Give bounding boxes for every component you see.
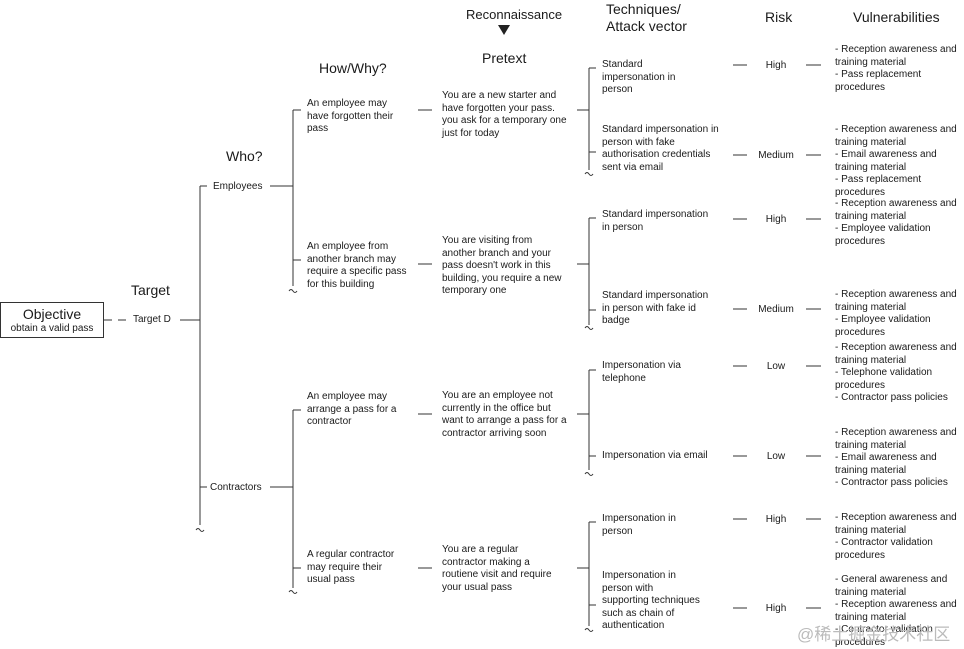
pretext-item: You are an employee not currently in the… (442, 390, 567, 439)
technique-item: Impersonation in person (602, 513, 676, 537)
technique-item: Impersonation via email (602, 450, 708, 461)
risk-label: High (765, 514, 787, 525)
pretext-item: You are a regular contractor making a ro… (442, 544, 552, 593)
vulnerability-list: - General awareness and training materia… (835, 574, 957, 648)
who-employees: Employees (213, 181, 263, 192)
vulnerability-list: - Reception awareness and training mater… (835, 124, 957, 198)
risk-label: High (765, 60, 787, 71)
target-node: Target D (133, 314, 171, 325)
risk-label: Medium (758, 304, 794, 315)
header-who: Who? (226, 148, 263, 164)
vulnerability-list: - Reception awareness and training mater… (835, 342, 957, 403)
risk-label: High (765, 603, 787, 614)
vulnerability-list: - Reception awareness and training mater… (835, 427, 957, 488)
risk-label: Medium (758, 150, 794, 161)
how-why-item: An employee from another branch may requ… (307, 241, 407, 290)
header-target: Target (131, 282, 170, 298)
how-why-item: An employee may arrange a pass for a con… (307, 391, 397, 427)
risk-label: Low (766, 451, 786, 462)
risk-label: High (765, 214, 787, 225)
technique-item: Standard impersonation in person with fa… (602, 124, 719, 173)
header-techniques: Techniques/ Attack vector (606, 1, 687, 34)
objective-box (0, 302, 104, 338)
pretext-item: You are a new starter and have forgotten… (442, 90, 567, 139)
how-why-item: An employee may have forgotten their pas… (307, 98, 394, 134)
header-vulnerabilities: Vulnerabilities (853, 9, 940, 25)
technique-item: Impersonation in person with supporting … (602, 570, 700, 631)
risk-label: Low (766, 361, 786, 372)
down-arrow-icon (498, 25, 510, 35)
vulnerability-list: - Reception awareness and training mater… (835, 44, 957, 93)
vulnerability-list: - Reception awareness and training mater… (835, 198, 957, 247)
technique-item: Standard impersonation in person (602, 59, 676, 95)
watermark: @稀土掘金技术社区 (797, 625, 951, 644)
technique-item: Standard impersonation in person (602, 209, 709, 233)
who-contractors: Contractors (210, 482, 262, 493)
vulnerability-list: - Reception awareness and training mater… (835, 512, 957, 561)
vulnerability-list: - Reception awareness and training mater… (835, 289, 957, 338)
objective-subtitle: obtain a valid pass (10, 323, 94, 334)
header-how-why: How/Why? (319, 60, 387, 76)
header-pretext: Pretext (482, 50, 527, 66)
header-reconnaissance: Reconnaissance (466, 7, 563, 22)
pretext-item: You are visiting from another branch and… (442, 235, 562, 296)
objective-title: Objective (22, 306, 82, 322)
header-risk: Risk (765, 9, 793, 25)
technique-item: Impersonation via telephone (602, 360, 681, 384)
how-why-item: A regular contractor may require their u… (307, 549, 395, 585)
technique-item: Standard impersonation in person with fa… (602, 290, 709, 326)
